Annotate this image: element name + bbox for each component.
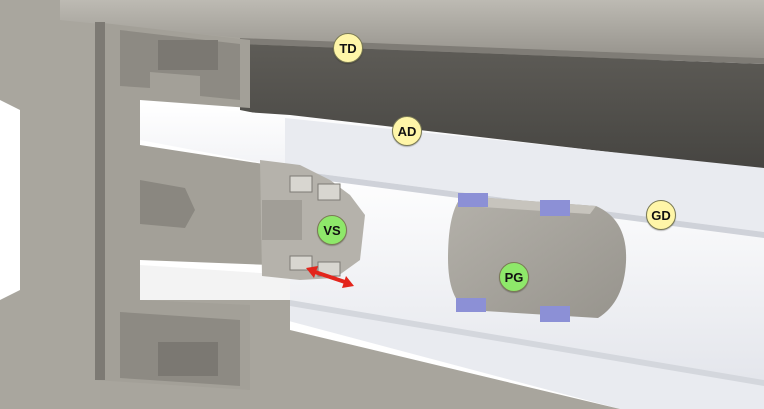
bottom-gland-seal: [158, 342, 218, 376]
double-headed-arrow-icon: [306, 266, 354, 288]
top-gland-seal: [158, 40, 218, 70]
top-sleeve: [60, 0, 764, 58]
piston: [448, 196, 627, 318]
piston-seal-bottom-right: [540, 306, 570, 322]
callout-gd: GD: [646, 200, 676, 230]
piston-seal-top-right: [540, 200, 570, 216]
callout-ad: AD: [392, 116, 422, 146]
valve-spool-stem: [262, 200, 302, 240]
callout-pg: PG: [499, 262, 529, 292]
callout-vs: VS: [317, 215, 347, 245]
piston-seal-bottom-left: [456, 298, 486, 312]
callout-td: TD: [333, 33, 363, 63]
center-port: [140, 180, 195, 228]
lower-channel: [140, 265, 290, 300]
piston-seal-top-left: [458, 193, 488, 207]
